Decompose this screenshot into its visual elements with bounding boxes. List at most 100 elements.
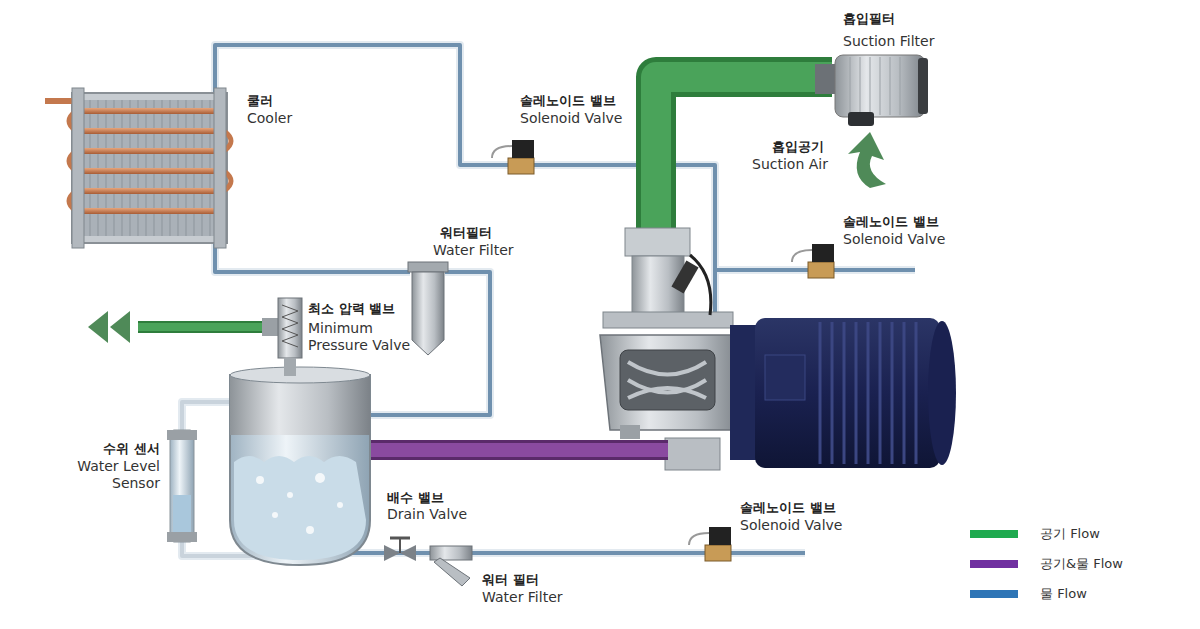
drain-valve — [384, 538, 416, 561]
solenoid-valve-part — [689, 533, 709, 545]
outlet-pipe — [88, 311, 265, 343]
compressor — [600, 228, 740, 470]
cooler-part-part — [76, 168, 224, 174]
drain-valve-part — [399, 538, 401, 553]
part-label-english: Suction Air — [752, 156, 852, 173]
part-label-english: Solenoid Valve — [740, 517, 870, 534]
suction-filter — [815, 55, 928, 126]
minimum-pressure-valve-part — [262, 318, 278, 336]
cooler — [45, 88, 231, 248]
electric-motor-part — [928, 321, 956, 465]
water-pipe-part — [215, 45, 915, 553]
electric-motor-part — [765, 355, 805, 400]
solenoid-valve-part — [709, 527, 731, 545]
separator-tank-part — [256, 473, 343, 534]
legend-text: 공기&물 Flow — [1040, 556, 1123, 572]
legend-swatch — [970, 530, 1018, 538]
minimum-pressure-valve-part — [282, 305, 298, 347]
electric-motor-part-part — [819, 322, 822, 464]
air-water-pipe-part — [365, 440, 668, 460]
cooler-part — [72, 88, 84, 248]
compressor-part — [690, 255, 711, 315]
separator-tank-part — [230, 367, 370, 383]
cooler-part-part — [76, 188, 224, 194]
water-pipe-part-part — [182, 402, 230, 430]
compressor-part — [671, 261, 698, 294]
compressor-part — [628, 362, 706, 398]
electric-motor-part-part — [855, 322, 858, 464]
separator-tank-part-part — [337, 502, 343, 508]
part-label-english: Water Level Sensor — [60, 458, 160, 492]
water-level-sensor — [167, 430, 197, 542]
part-label-korean: 최소 압력 밸브 — [308, 300, 428, 317]
suction-filter-part — [918, 58, 928, 114]
part-label-korean: 쿨러 — [247, 92, 327, 109]
suction-arrow-part — [848, 132, 886, 188]
water-filter — [430, 546, 472, 586]
separator-tank-part-part — [287, 492, 293, 498]
water-filter-part — [434, 558, 470, 586]
part-label-english: Minimum Pressure Valve — [308, 320, 418, 354]
drain-valve-part — [400, 545, 416, 561]
water-level-sensor-part — [167, 430, 197, 440]
cooler-part-part — [76, 128, 224, 134]
legend-text: 공기 Flow — [1040, 526, 1100, 542]
separator-tank-part-part — [272, 512, 278, 518]
air-water-pipe-part — [365, 443, 668, 457]
separator-tank-part — [230, 375, 370, 565]
water-pipe-part-part — [215, 240, 410, 272]
part-label-korean: 솔레노이드 밸브 — [843, 213, 973, 230]
water-pipe-part-part — [215, 240, 410, 272]
electric-motor-part-part — [891, 322, 894, 464]
part-label-english: Solenoid Valve — [520, 110, 650, 127]
water-level-sensor-part — [167, 532, 197, 542]
solenoid-valve-part — [508, 158, 534, 174]
compressor-part — [620, 350, 715, 410]
part-label-korean: 솔레노이드 밸브 — [520, 92, 650, 109]
part-label-english: Cooler — [247, 110, 327, 127]
suction-filter-part-part — [870, 57, 871, 115]
electric-motor — [730, 318, 956, 468]
compressor-part — [620, 425, 640, 439]
suction-filter-part — [848, 112, 874, 126]
part-label-english: Water Filter — [433, 242, 543, 259]
water-filter-part — [412, 272, 444, 355]
suction-filter-part-part — [880, 57, 881, 115]
electric-motor-part — [755, 318, 940, 468]
minimum-pressure-valve-part — [278, 298, 302, 358]
part-label-korean: 흡입필터 — [843, 10, 963, 27]
water-filter — [408, 262, 448, 355]
suction-filter-part-part — [900, 57, 901, 115]
cooler-part — [72, 93, 227, 243]
separator-tank — [230, 367, 370, 565]
legend-swatch — [970, 560, 1018, 568]
water-level-sensor-part — [170, 430, 194, 542]
cooler-part — [76, 108, 224, 214]
compressor-part — [600, 335, 740, 430]
solenoid-valve-part — [812, 244, 834, 262]
part-label-english: Drain Valve — [387, 506, 487, 523]
outlet-pipe-part — [138, 321, 265, 333]
suction-filter-part-part — [850, 57, 851, 115]
solenoid-valve — [492, 140, 534, 174]
part-label-korean: 배수 밸브 — [387, 489, 477, 506]
electric-motor-part-part — [879, 322, 882, 464]
part-label-korean: 솔레노이드 밸브 — [740, 499, 870, 516]
drain-valve-part — [384, 545, 400, 561]
water-filter-part — [430, 546, 472, 560]
part-label-english: Suction Filter — [843, 33, 973, 50]
separator-tank-part-part — [315, 473, 325, 483]
compressor-part — [665, 438, 720, 470]
part-label-english: Solenoid Valve — [843, 231, 973, 248]
electric-motor-part-part — [903, 322, 906, 464]
part-label-korean: 워터필터 — [440, 224, 530, 241]
legend-swatch — [970, 590, 1018, 598]
suction-filter-part — [850, 57, 900, 115]
minimum-pressure-valve-part — [284, 358, 296, 376]
outlet-pipe-part — [110, 311, 130, 343]
electric-motor-part-part — [831, 322, 834, 464]
air-water-pipe — [365, 450, 668, 451]
cooler-part-part — [76, 208, 224, 214]
solenoid-valve-part — [705, 545, 731, 561]
solenoid-valve-part — [512, 140, 534, 158]
